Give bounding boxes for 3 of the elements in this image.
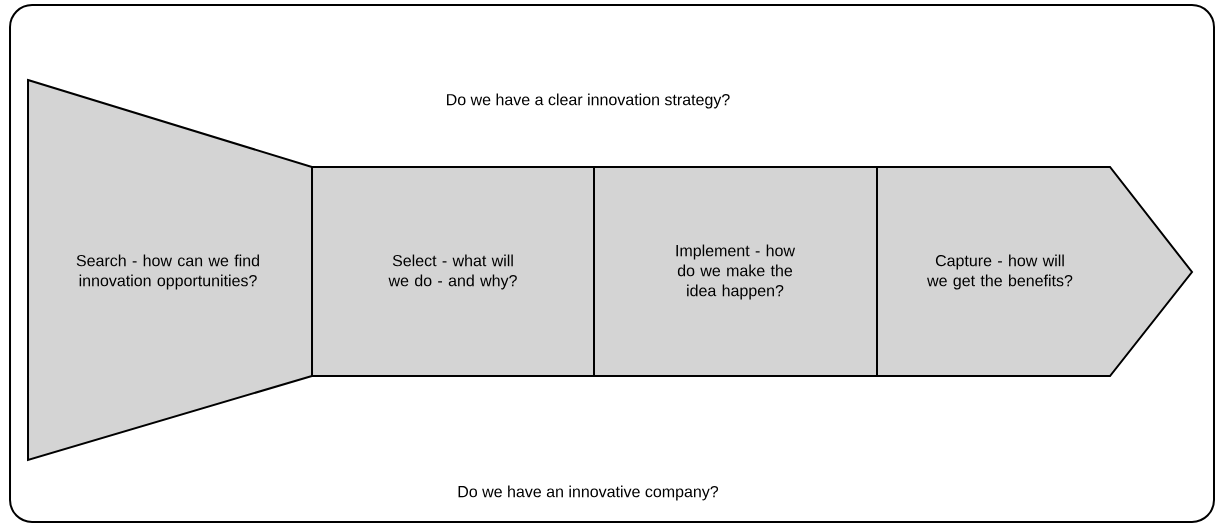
stage-box: Implement - how do we make the idea happen? <box>593 166 878 377</box>
stage-box: Select - what will we do - and why? <box>311 166 595 377</box>
node-label: Capture - how will we get the benefits? <box>927 254 1073 290</box>
